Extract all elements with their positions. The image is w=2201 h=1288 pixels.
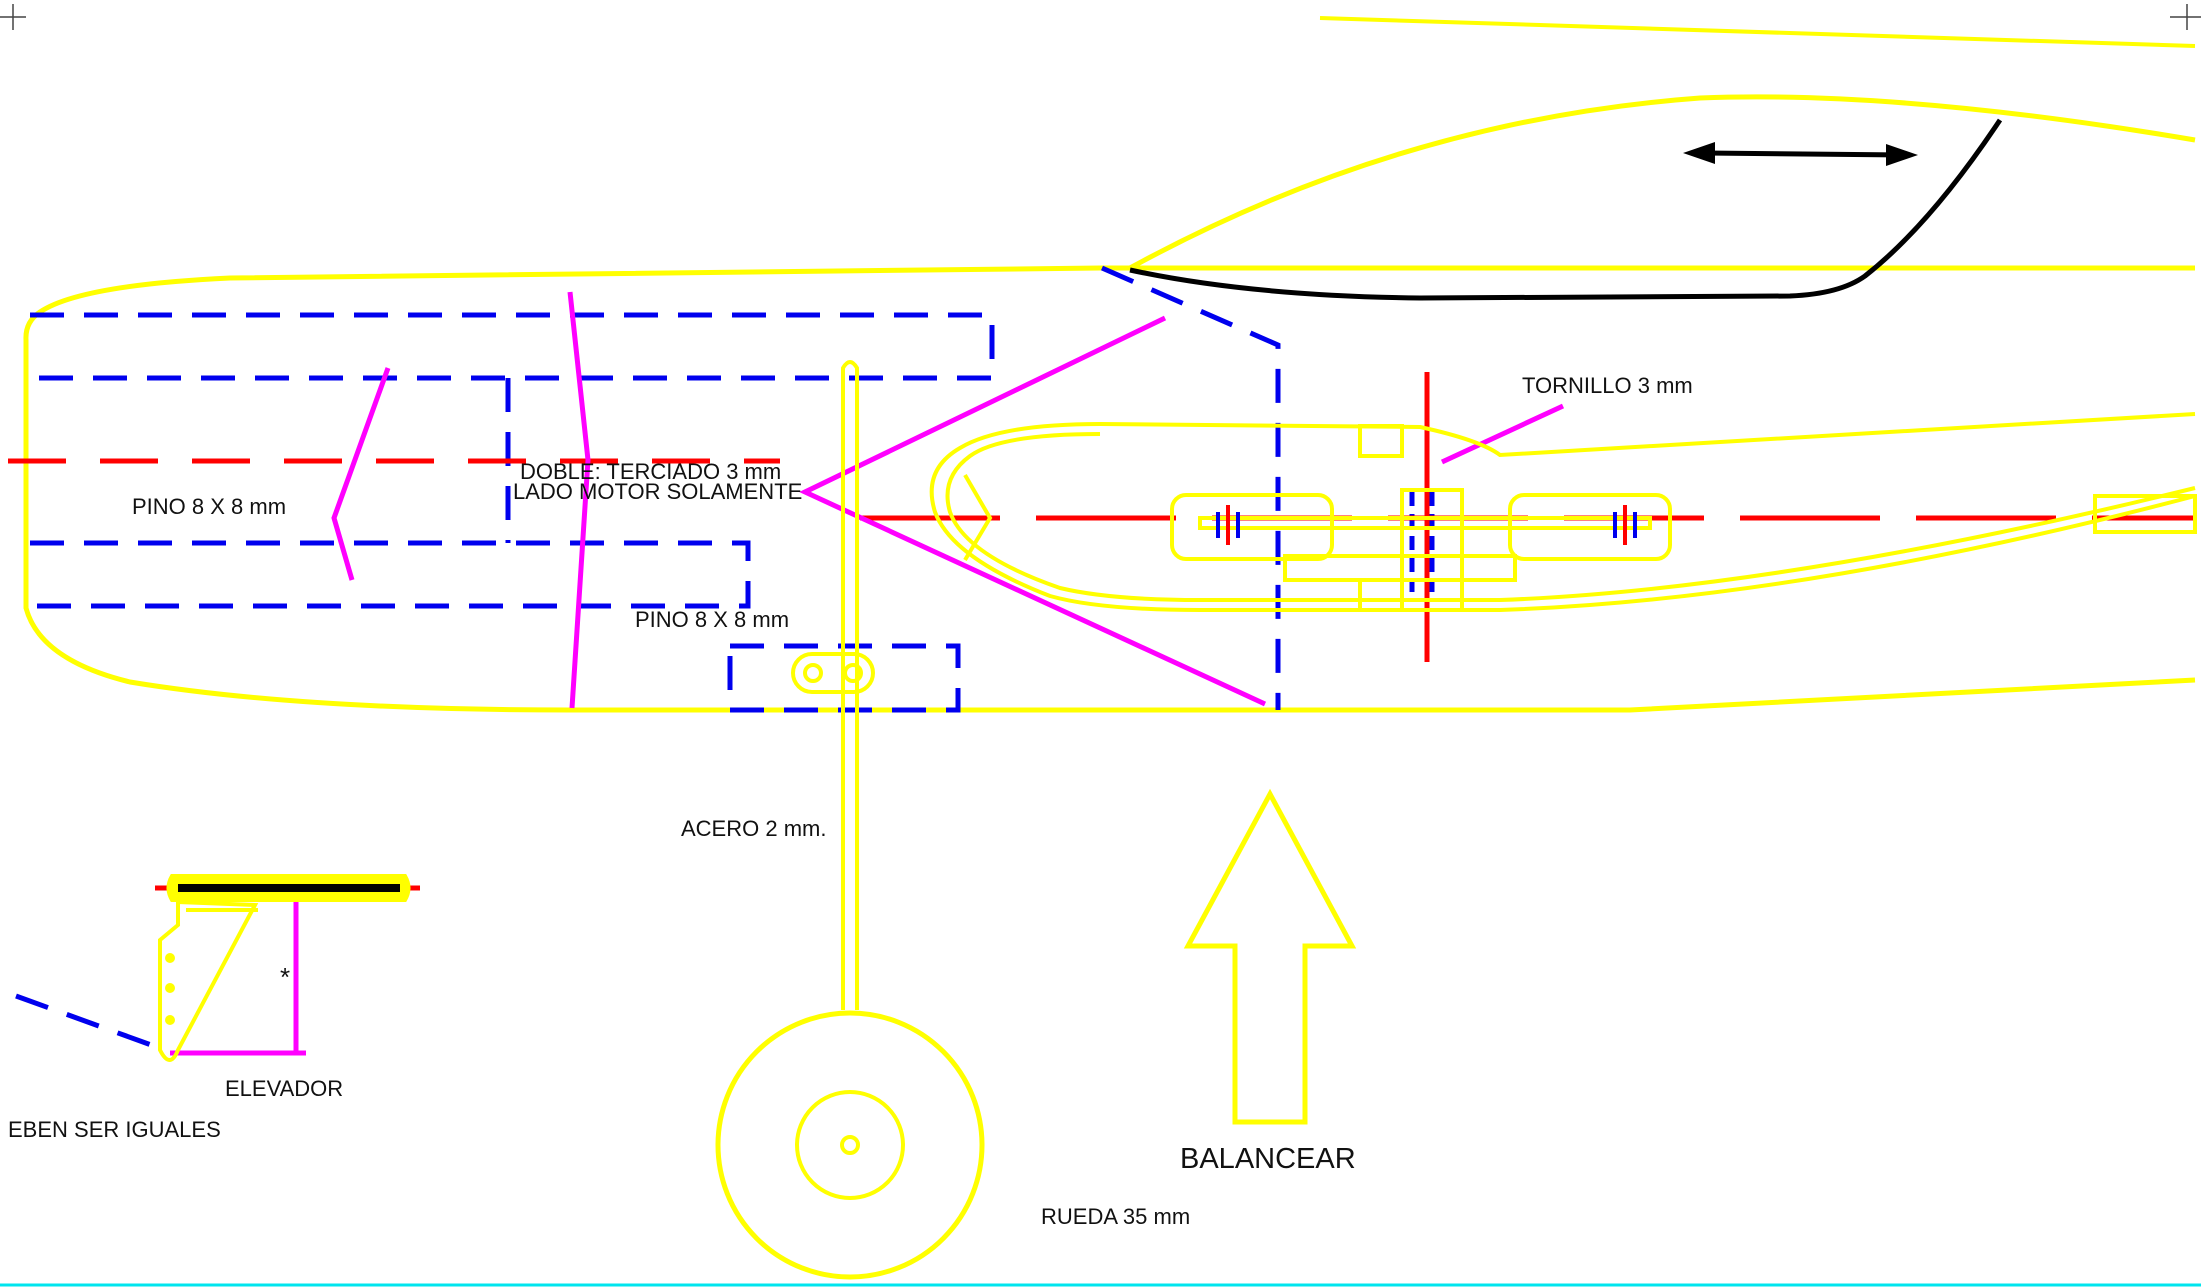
bolt-marks	[1226, 505, 1627, 545]
canopy-outline	[1128, 94, 2196, 271]
double-arrow-icon	[1683, 142, 1918, 166]
label-elevador: ELEVADOR	[225, 1076, 343, 1101]
elevator-horn	[158, 874, 411, 1062]
label-tornillo: TORNILLO 3 mm	[1522, 373, 1693, 398]
label-balancear: BALANCEAR	[1180, 1143, 1356, 1175]
label-pino-left: PINO 8 X 8 mm	[132, 494, 286, 519]
crop-mark-top-left-icon	[0, 4, 26, 30]
label-asterisk: *	[280, 962, 290, 992]
label-acero: ACERO 2 mm.	[681, 816, 826, 841]
canopy-frame-black	[1129, 118, 2003, 301]
label-deben: EBEN SER IGUALES	[8, 1117, 221, 1142]
nacelle-outline	[929, 412, 2197, 612]
crop-mark-top-right-icon	[2170, 4, 2201, 30]
label-rueda: RUEDA 35 mm	[1041, 1204, 1190, 1229]
leader-lines	[170, 291, 1565, 1056]
label-pino-center: PINO 8 X 8 mm	[635, 607, 789, 632]
balance-arrow-icon	[1183, 788, 1357, 1125]
label-doble-line1: DOBLE: TERCIADO 3 mm	[520, 459, 781, 484]
label-doble-line2: LADO MOTOR SOLAMENTE	[513, 479, 802, 504]
top-surface-line	[1319, 16, 2196, 48]
bolt-marks-blue	[1216, 512, 1637, 538]
hidden-structure	[15, 265, 1435, 1053]
landing-gear	[715, 360, 985, 1280]
fuselage-outline	[23, 265, 2196, 713]
